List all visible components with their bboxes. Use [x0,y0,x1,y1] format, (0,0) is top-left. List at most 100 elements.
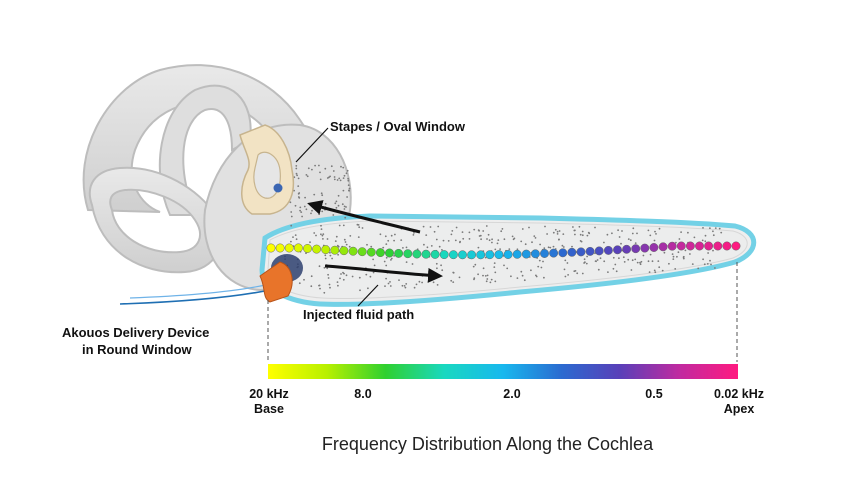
fluid-particle [556,233,559,235]
fluid-particle [485,225,488,227]
fluid-particle [554,228,557,231]
fluid-particle [606,233,609,236]
fluid-particle [490,278,493,281]
fluid-particle [341,203,344,206]
fluid-particle [426,246,429,249]
fluid-particle [418,280,421,283]
fluid-particle [581,230,584,233]
frequency-dot [494,250,504,260]
fluid-particle [684,249,687,252]
fluid-particle [603,241,605,244]
fluid-particle [295,165,298,167]
frequency-dot [321,245,331,255]
fluid-particle [583,258,586,261]
fluid-particle [615,270,618,273]
frequency-dot [521,249,531,259]
frequency-dot [421,249,431,259]
fluid-particle [332,170,335,172]
frequency-dot [530,249,540,259]
frequency-dot [385,248,394,258]
fluid-particle [499,248,501,251]
fluid-particle [583,262,585,264]
fluid-particle [435,262,438,265]
fluid-particle [452,281,455,283]
fluid-particle [672,255,675,258]
fluid-particle [477,273,479,276]
fluid-particle [599,257,602,260]
fluid-particle [587,231,590,234]
fluid-particle [318,213,320,216]
fluid-particle [333,178,336,181]
fluid-particle [544,225,546,228]
fluid-particle [516,248,519,251]
fluid-particle [344,216,347,219]
fluid-particle [393,239,395,242]
fluid-particle [430,245,433,247]
fluid-particle [697,267,700,270]
fluid-particle [390,259,392,261]
fluid-particle [535,275,538,278]
fluid-particle [455,226,458,229]
fluid-particle [511,235,514,238]
fluid-particle [359,289,361,292]
fluid-particle [319,287,321,290]
fluid-particle [405,261,408,263]
fluid-particle [336,281,339,283]
fluid-particle [432,281,435,284]
fluid-particle [523,279,526,282]
fluid-particle [349,235,352,237]
fluid-particle [452,271,455,274]
fluid-particle [702,227,704,229]
fluid-particle [320,233,322,236]
fluid-particle [564,275,567,278]
fluid-particle [296,174,298,177]
fluid-particle [510,275,512,278]
fluid-particle [340,273,342,275]
stapes-leader-line [295,127,329,163]
fluid-particle [404,286,407,289]
fluid-particle [435,238,438,241]
fluid-particle [648,271,651,273]
arrow-left-icon [307,200,421,234]
fluid-particle [706,263,709,265]
fluid-particle [477,246,480,249]
fluid-particle [709,259,711,262]
fluid-particle [594,226,596,229]
fluid-particle [661,269,664,272]
fluid-particle [712,249,714,252]
fluid-particle [631,259,634,262]
fluid-particle [567,274,569,276]
fluid-particle [335,206,338,209]
fluid-particle [546,233,548,235]
fluid-particle [384,285,386,287]
device-label-line2: in Round Window [82,342,192,357]
fluid-particle [653,239,656,242]
fluid-particle [562,233,565,236]
fluid-particle [342,177,345,180]
fluid-particle [330,165,333,168]
fluid-particle [617,229,619,232]
fluid-path-label: Injected fluid path [303,307,415,322]
fluid-particle [562,246,565,248]
fluid-particle [401,284,404,287]
fluid-particle [441,249,443,251]
fluid-particle [340,165,342,168]
fluid-particle [405,246,408,249]
fluid-particle [489,281,492,284]
fluid-particle [655,233,657,235]
frequency-dot [549,248,559,258]
fluid-particle [422,225,425,228]
fluid-particle [402,247,404,249]
fluid-particle [603,260,606,263]
fluid-particle [337,284,339,287]
fluid-particle [342,189,345,192]
fluid-particle [500,230,503,233]
frequency-dot [375,248,385,258]
fluid-particle [295,172,298,175]
fluid-particle [289,201,292,204]
fluid-particle [338,177,341,180]
fluid-particle [385,277,387,280]
fluid-particle [627,238,630,241]
fluid-leader-line [357,284,379,307]
fluid-particle [405,283,408,285]
